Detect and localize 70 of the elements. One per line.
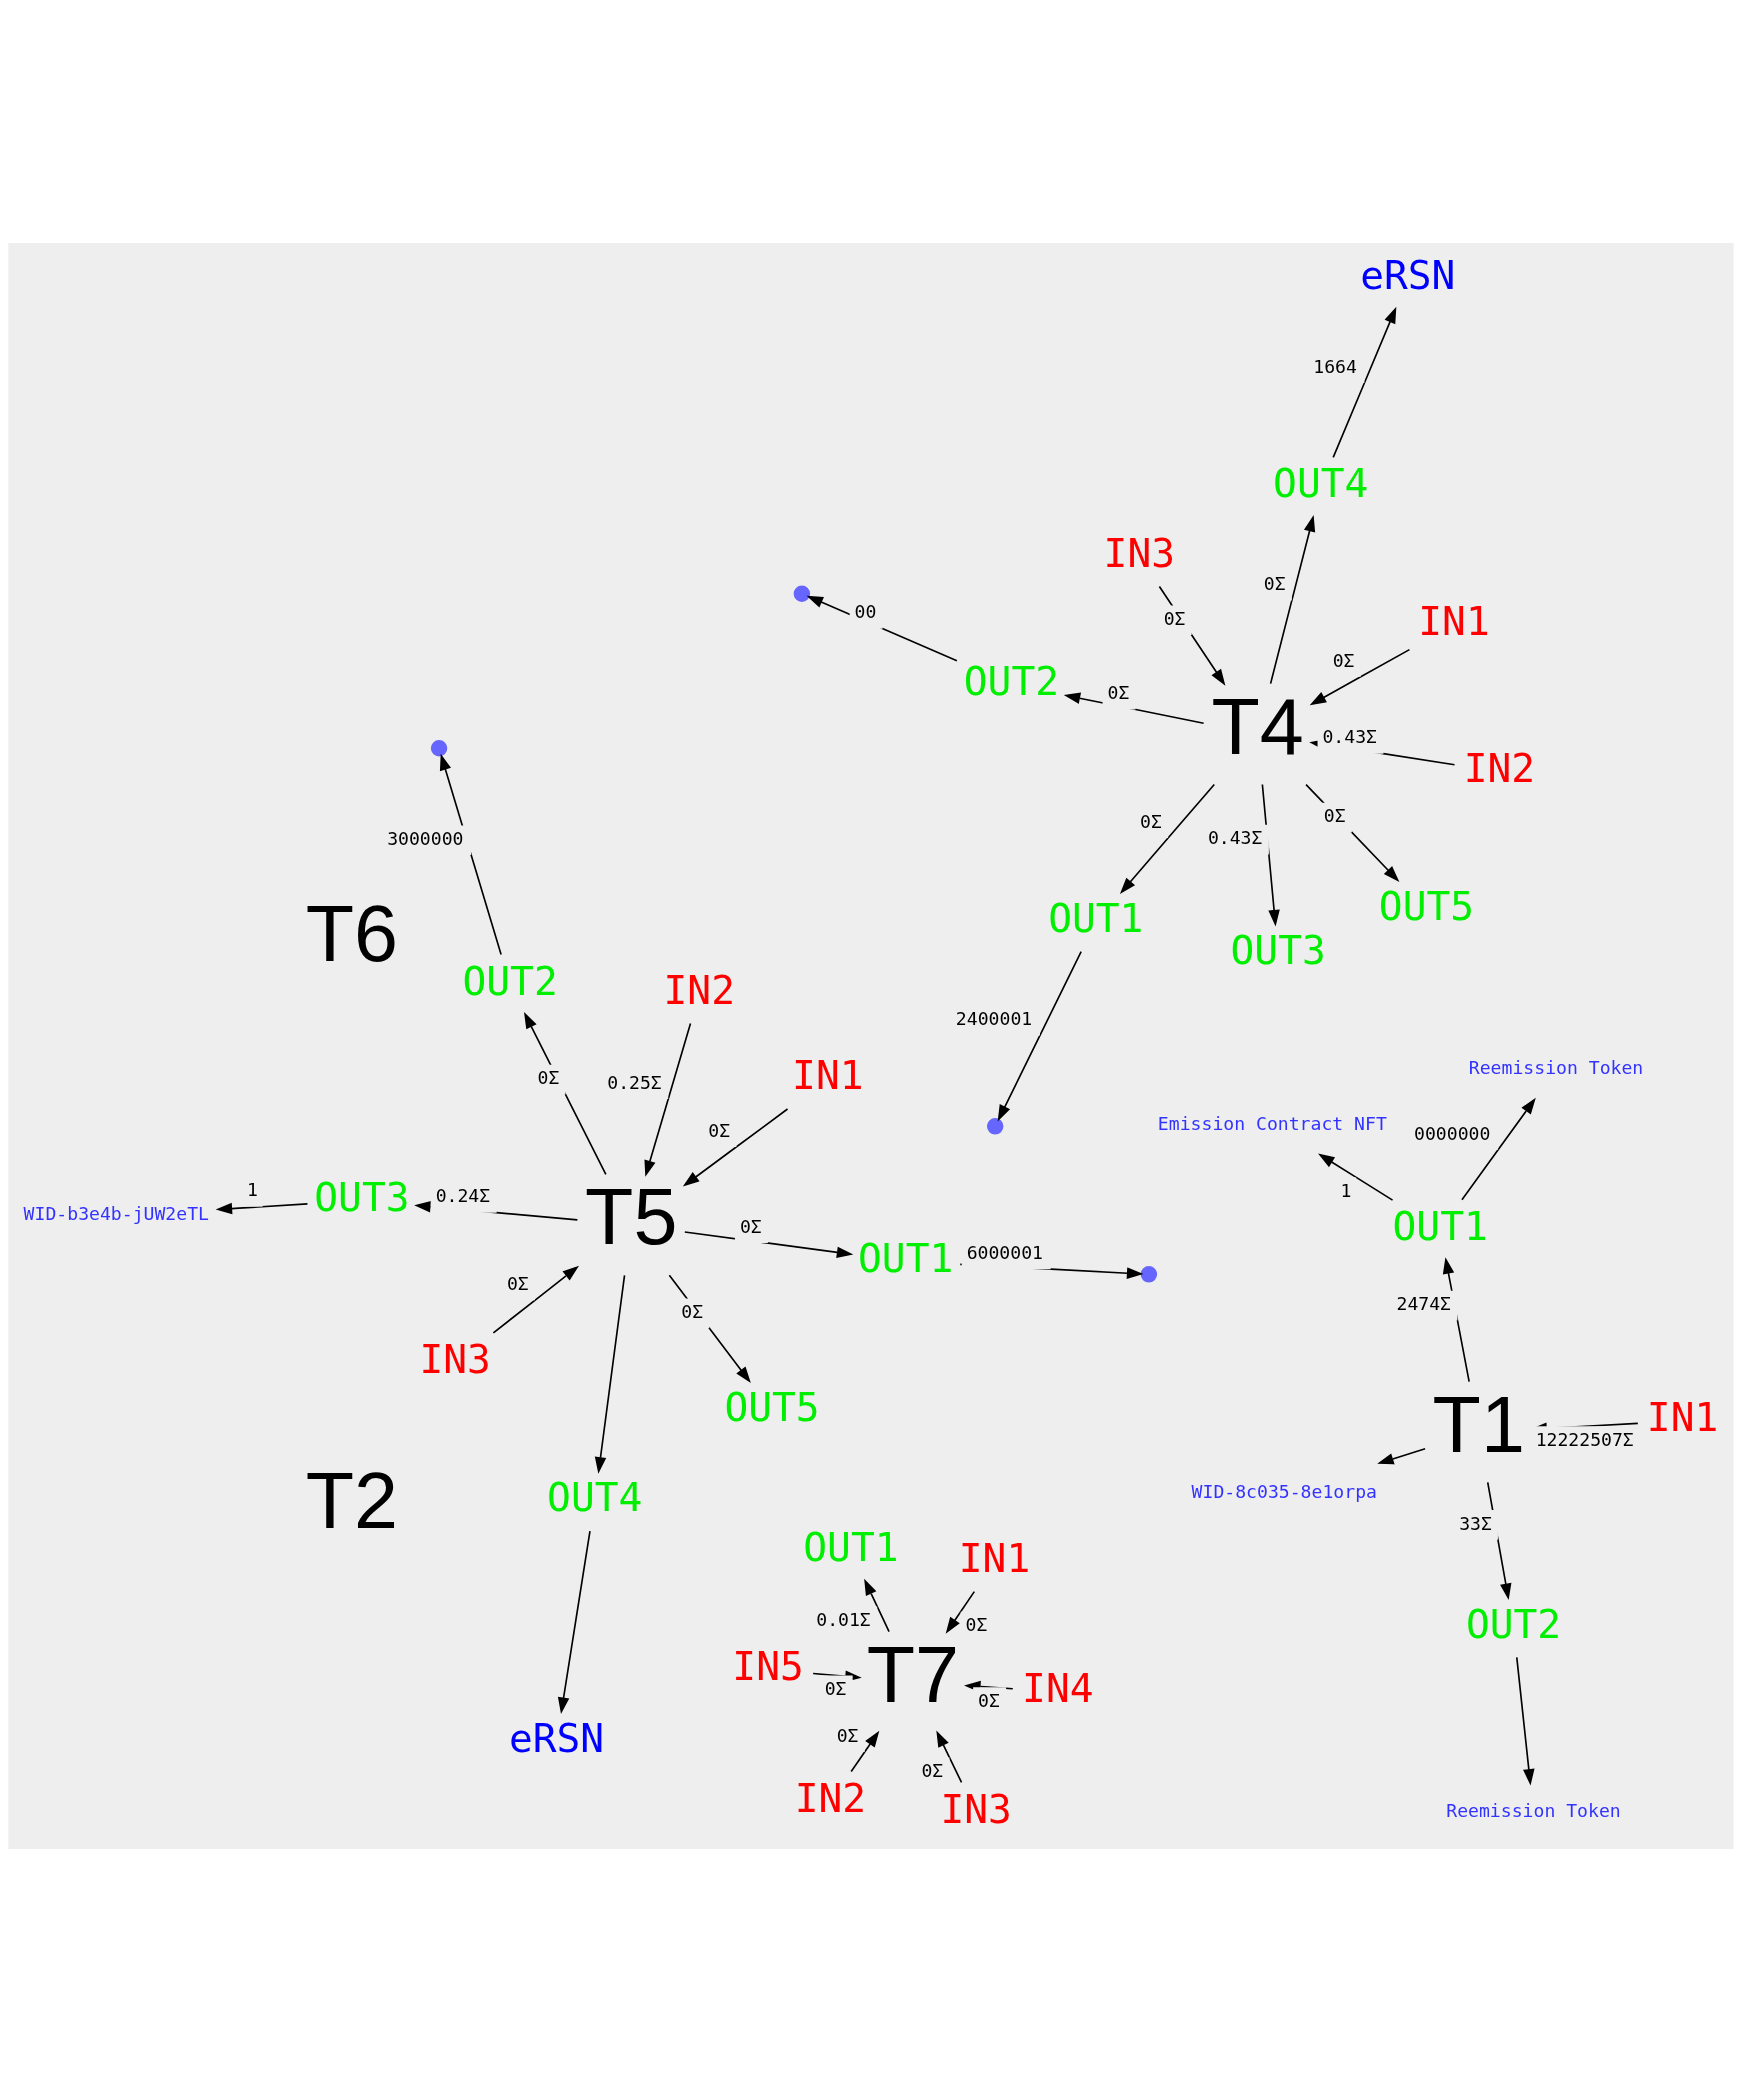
edge-label: 2474Σ (1396, 1293, 1452, 1315)
node-text: IN3 (940, 1785, 1012, 1832)
edge-label: 3000000 (387, 827, 464, 849)
node-text: IN3 (1103, 529, 1176, 576)
node-text: OUT3 (314, 1173, 410, 1220)
node-text: OUT2 (1465, 1600, 1562, 1647)
node-text: IN5 (732, 1642, 804, 1689)
edge-label: 0Σ (739, 1215, 762, 1237)
edge-label: 0Σ (1263, 573, 1286, 595)
node-text: IN1 (1646, 1394, 1719, 1441)
node-text: IN2 (1463, 744, 1536, 791)
edge-label: 0.25Σ (607, 1071, 662, 1093)
node-text: Reemission Token (1468, 1057, 1644, 1079)
edge-label: 0Σ (1107, 682, 1130, 704)
edge-label: 0.43Σ (1322, 726, 1377, 748)
node-text: T7 (866, 1629, 959, 1719)
edge-label: 0Σ (921, 1760, 944, 1782)
node-text: OUT1 (1392, 1203, 1488, 1250)
node-text: IN2 (794, 1774, 867, 1821)
edge-label: 0Σ (708, 1119, 731, 1141)
node-text: IN3 (419, 1336, 491, 1383)
node-text: OUT1 (803, 1523, 899, 1570)
node-text: OUT4 (547, 1474, 643, 1521)
node-text: T6 (305, 889, 399, 979)
node-text: T5 (585, 1172, 678, 1262)
node-text: Reemission Token (1446, 1800, 1621, 1822)
edge-label: 0Σ (1163, 607, 1186, 629)
edge-label: 0Σ (824, 1677, 847, 1699)
node-text: Emission Contract NFT (1157, 1112, 1387, 1134)
node-text: IN2 (663, 966, 735, 1013)
edge-label: 0Σ (978, 1689, 1000, 1711)
edge-label: 1 (1340, 1179, 1352, 1201)
edge-label: 0000000 (1414, 1122, 1491, 1144)
edge-label: 33Σ (1459, 1512, 1492, 1534)
node-text: IN4 (1022, 1664, 1094, 1711)
edge-label: 0.01Σ (816, 1608, 871, 1630)
edge-label: 6000001 (966, 1241, 1043, 1263)
edge-label: 1 (247, 1179, 258, 1201)
node-text: OUT1 (858, 1234, 954, 1281)
edge-label: 1664 (1313, 355, 1357, 377)
edge-label: 0Σ (537, 1067, 560, 1089)
node-text: OUT1 (1048, 895, 1144, 942)
edge-label: 0.24Σ (435, 1185, 491, 1207)
edge-label: 0Σ (681, 1301, 704, 1323)
node-text: IN1 (1418, 598, 1490, 645)
edge-label: 0Σ (836, 1724, 859, 1746)
edge-label: 0Σ (1323, 805, 1346, 827)
node-text: eRSN (1360, 252, 1456, 299)
node-text: OUT4 (1273, 460, 1369, 507)
edge-label: 0Σ (1140, 810, 1162, 832)
node-text: OUT3 (1230, 927, 1326, 974)
node-text: WID-8c035-8e1orpa (1191, 1480, 1377, 1502)
node-text: IN1 (958, 1535, 1031, 1582)
edge-label: 12222507Σ (1535, 1428, 1634, 1450)
node-text: T1 (1432, 1379, 1525, 1469)
node-text: OUT5 (724, 1384, 820, 1431)
edge-label: 0.43Σ (1207, 827, 1263, 849)
node-text: OUT2 (462, 957, 558, 1004)
edge-label: 0Σ (506, 1273, 529, 1295)
edge-label: 0Σ (1332, 649, 1355, 671)
edge-label: 2400001 (955, 1008, 1033, 1030)
node-text: OUT2 (963, 657, 1060, 704)
edge-label: 00 (854, 601, 877, 623)
node-text: eRSN (508, 1715, 605, 1762)
node-text: T2 (305, 1456, 399, 1546)
node-text: IN1 (792, 1052, 864, 1099)
node-text: WID-b3e4b-jUW2eTL (23, 1203, 209, 1225)
node-text: T4 (1211, 681, 1304, 771)
edge-label: 0Σ (965, 1614, 988, 1636)
node-text: OUT5 (1378, 883, 1475, 930)
